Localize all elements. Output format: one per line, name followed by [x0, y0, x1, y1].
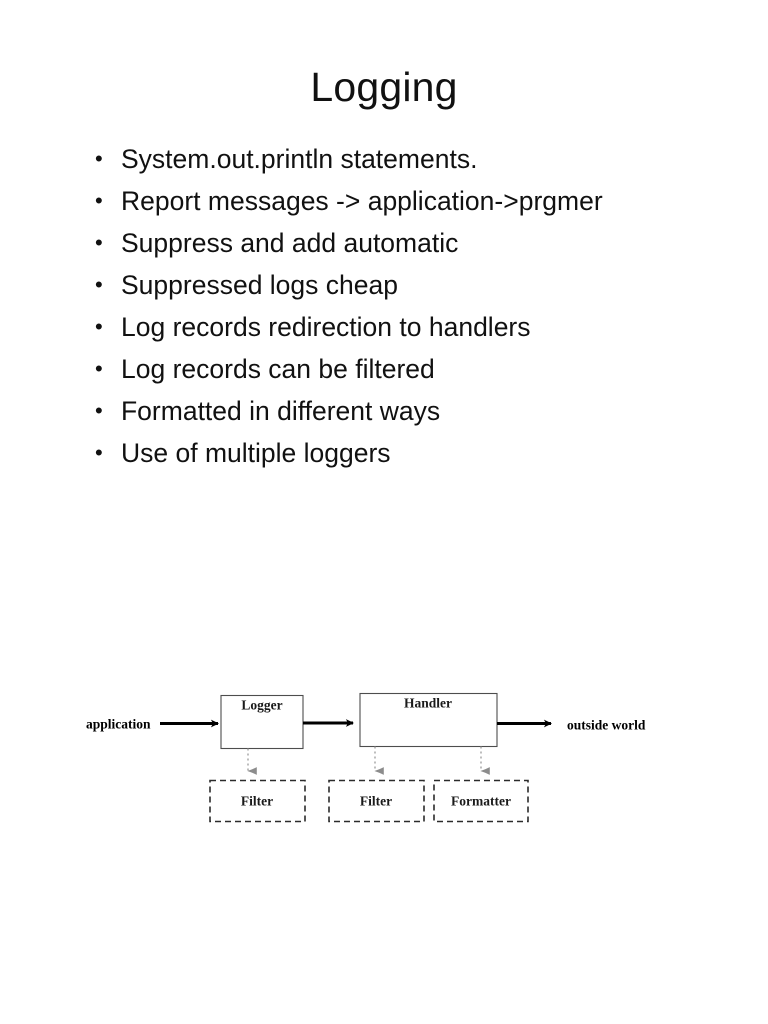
- bullet-dot-icon: •: [95, 230, 103, 255]
- bullet-dot-icon: •: [95, 272, 103, 297]
- list-item-label: Use of multiple loggers: [121, 438, 391, 468]
- list-item: • System.out.println statements.: [88, 138, 708, 180]
- bullet-list: • System.out.println statements. • Repor…: [88, 138, 708, 474]
- box-logger-filter: [209, 779, 306, 823]
- list-item-label: Suppressed logs cheap: [121, 270, 398, 300]
- list-item: • Log records redirection to handlers: [88, 306, 708, 348]
- list-item: • Formatted in different ways: [88, 390, 708, 432]
- box-handler-label: Handler: [404, 696, 452, 711]
- list-item-label: Formatted in different ways: [121, 396, 441, 426]
- list-item-label: Suppress and add automatic: [121, 228, 459, 258]
- list-item-label: System.out.println statements.: [121, 144, 478, 174]
- diagram-label-outside-world: outside world: [567, 718, 646, 733]
- box-logger-label: Logger: [241, 698, 282, 713]
- diagram-label-application: application: [86, 717, 151, 732]
- list-item: • Suppress and add automatic: [88, 222, 708, 264]
- bullet-dot-icon: •: [95, 356, 103, 381]
- bullet-dot-icon: •: [95, 398, 103, 423]
- box-handler-filter-label: Filter: [360, 794, 392, 809]
- box-handler-formatter: [433, 779, 529, 823]
- bullet-dot-icon: •: [95, 440, 103, 465]
- box-logger-filter-label: Filter: [241, 794, 273, 809]
- list-item-label: Log records redirection to handlers: [121, 312, 531, 342]
- list-item-label: Log records can be filtered: [121, 354, 435, 384]
- list-item: • Suppressed logs cheap: [88, 264, 708, 306]
- list-item: • Report messages -> application->prgmer: [88, 180, 708, 222]
- bullet-dot-icon: •: [95, 146, 103, 171]
- bullet-dot-icon: •: [95, 314, 103, 339]
- page-title: Logging: [310, 64, 458, 110]
- list-item: • Log records can be filtered: [88, 348, 708, 390]
- logging-architecture-diagram: application Logger Handler outside world…: [70, 675, 690, 840]
- box-handler-filter: [328, 779, 425, 823]
- list-item-label: Report messages -> application->prgmer: [121, 186, 603, 216]
- box-handler-formatter-label: Formatter: [451, 794, 511, 809]
- bullet-dot-icon: •: [95, 188, 103, 213]
- box-handler: [359, 692, 498, 748]
- list-item: • Use of multiple loggers: [88, 432, 708, 474]
